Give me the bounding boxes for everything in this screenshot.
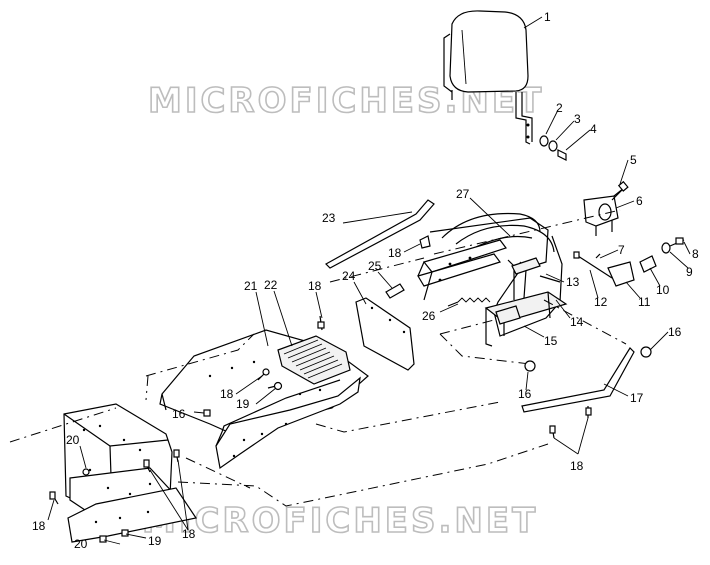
callout-7: 7	[618, 243, 625, 257]
panel-24	[355, 297, 415, 371]
fasteners	[49, 235, 652, 543]
callout-14: 14	[570, 315, 584, 329]
callout-2: 2	[556, 101, 563, 115]
callout-15: 15	[544, 334, 558, 348]
callout-4: 4	[590, 122, 597, 136]
seat-base	[159, 329, 369, 470]
front-box	[63, 403, 197, 543]
bracket-6	[583, 189, 623, 236]
callout-25: 25	[368, 259, 382, 273]
callout-22: 22	[264, 278, 278, 292]
callout-18-left: 18	[32, 519, 46, 533]
callout-labels: 1 2 3 4 5 6 7 8 9 10 11 12 13 14 15 16 1…	[32, 10, 699, 551]
callout-24: 24	[342, 269, 356, 283]
spring-26	[447, 297, 491, 307]
bar-17	[521, 347, 635, 413]
callout-18-rack: 18	[388, 246, 402, 260]
watermark-bottom: MICROFICHES.NET	[142, 501, 538, 541]
callout-16-left: 16	[172, 407, 186, 421]
callout-5: 5	[630, 153, 637, 167]
callout-19-bottom: 19	[148, 534, 162, 548]
callout-18-tunnel: 18	[308, 279, 322, 293]
callout-18-lower-right: 18	[570, 459, 584, 473]
callout-9: 9	[686, 265, 693, 279]
callout-8: 8	[692, 247, 699, 261]
callout-20-upper: 20	[66, 433, 80, 447]
washer-nut-set	[539, 135, 567, 161]
backrest	[443, 10, 533, 145]
latch-25	[385, 283, 405, 299]
callout-18-seat: 18	[220, 387, 234, 401]
callout-27: 27	[456, 187, 470, 201]
rack-frame	[429, 212, 568, 347]
callout-6: 6	[636, 194, 643, 208]
bolt-5	[613, 180, 629, 197]
rear-brace	[417, 239, 507, 301]
grab-rod-23	[325, 199, 435, 269]
callout-12: 12	[594, 295, 608, 309]
callout-17: 17	[630, 391, 644, 405]
callout-18-bottom: 18	[182, 527, 196, 541]
callout-23: 23	[322, 211, 336, 225]
callout-16-right: 16	[668, 325, 682, 339]
callout-26: 26	[422, 309, 436, 323]
callout-10: 10	[656, 283, 670, 297]
callout-19-seat: 19	[236, 397, 250, 411]
callout-16-center: 16	[518, 387, 532, 401]
callout-11: 11	[638, 295, 651, 309]
callout-13: 13	[566, 275, 580, 289]
phantom-outline	[9, 209, 627, 507]
callout-1: 1	[544, 10, 551, 24]
leader-lines	[47, 16, 691, 545]
callout-20-lower: 20	[74, 537, 88, 551]
hardware-7-12	[573, 237, 685, 287]
callout-3: 3	[574, 112, 581, 126]
callout-21: 21	[244, 279, 258, 293]
